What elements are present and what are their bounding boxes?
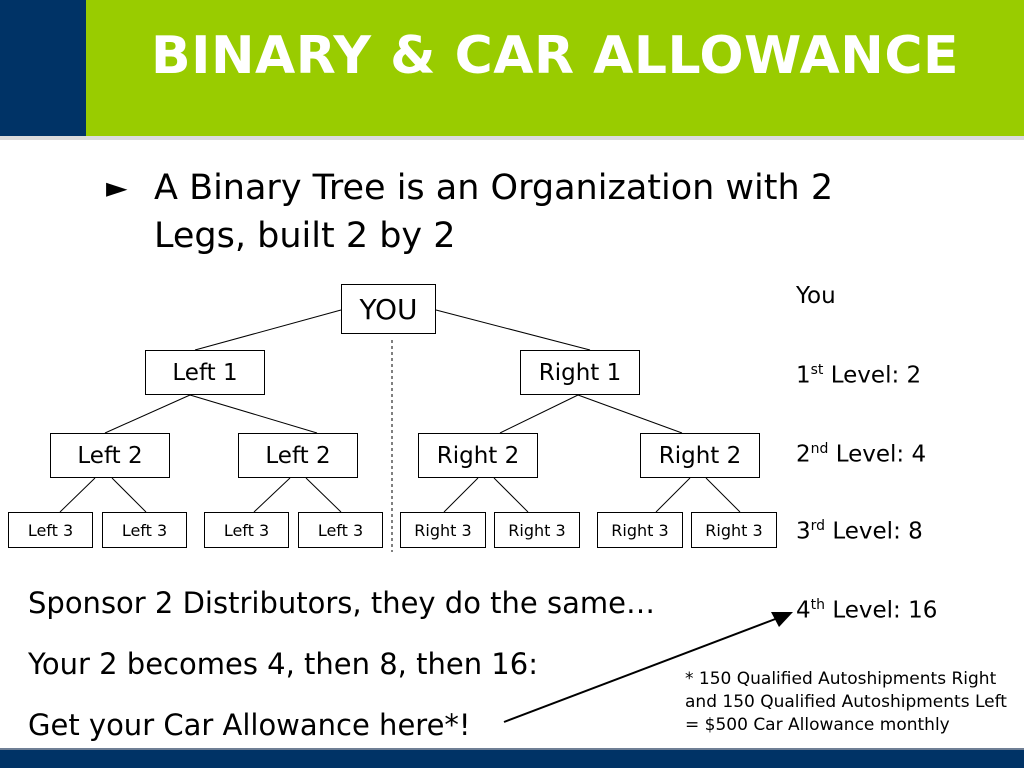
edge-r2b-r3a [655,477,691,513]
left-accent-strip [0,0,86,136]
edge-right1-right2a [499,394,579,434]
footnote: * 150 Qualified Autoshipments Right and … [685,669,1007,735]
header-divider [0,136,1024,140]
bullet-arrow-icon: ► [106,171,128,204]
text-line-car-allowance: Get your Car Allowance here*! [28,708,471,742]
tree-node-right2: Right 2 [418,433,538,478]
edge-l2a-l3b [111,477,147,513]
edge-r2a-r3a [443,477,479,513]
title-bar: BINARY & CAR ALLOWANCE [86,0,1024,136]
tree-node-left3: Left 3 [204,512,289,548]
tree-node-right3: Right 3 [400,512,486,548]
tree-node-root: YOU [341,284,436,334]
edge-left1-left2b [189,394,318,434]
edge-l2a-l3a [59,477,96,513]
text-line-growth: Your 2 becomes 4, then 8, then 16: [28,647,538,681]
footer-bar [0,750,1024,768]
tree-node-left1: Left 1 [145,350,265,395]
edge-right1-right2b [577,394,683,434]
level-label-3: 3rd Level: 8 [796,518,923,545]
edge-left1-left2a [104,394,191,434]
level-label-4: 4th Level: 16 [796,597,938,624]
footer-line [0,748,1024,750]
edge-r2a-r3b [493,477,529,513]
tree-node-right1: Right 1 [520,350,640,395]
tree-node-right3: Right 3 [691,512,777,548]
bullet-text: A Binary Tree is an Organization with 2 … [154,168,834,256]
level-label-2: 2nd Level: 4 [796,441,927,468]
tree-node-right3: Right 3 [597,512,683,548]
level-label-1: 1st Level: 2 [796,362,922,389]
edge-l2b-l3b [305,477,342,513]
tree-node-left2: Left 2 [238,433,358,478]
pointer-arrow-line [503,617,779,723]
tree-node-right2: Right 2 [640,433,760,478]
tree-node-right3: Right 3 [494,512,580,548]
text-line-sponsor: Sponsor 2 Distributors, they do the same… [28,586,655,620]
tree-node-left3: Left 3 [8,512,93,548]
edge-root-right1 [435,309,591,351]
tree-node-left3: Left 3 [298,512,383,548]
edge-r2b-r3b [705,477,741,513]
tree-node-left3: Left 3 [102,512,187,548]
edge-root-left1 [194,309,342,351]
level-label-you: You [796,283,836,309]
edge-l2b-l3a [253,477,291,513]
pointer-arrowhead [771,612,793,627]
slide-title: BINARY & CAR ALLOWANCE [150,26,960,86]
tree-node-left2: Left 2 [50,433,170,478]
